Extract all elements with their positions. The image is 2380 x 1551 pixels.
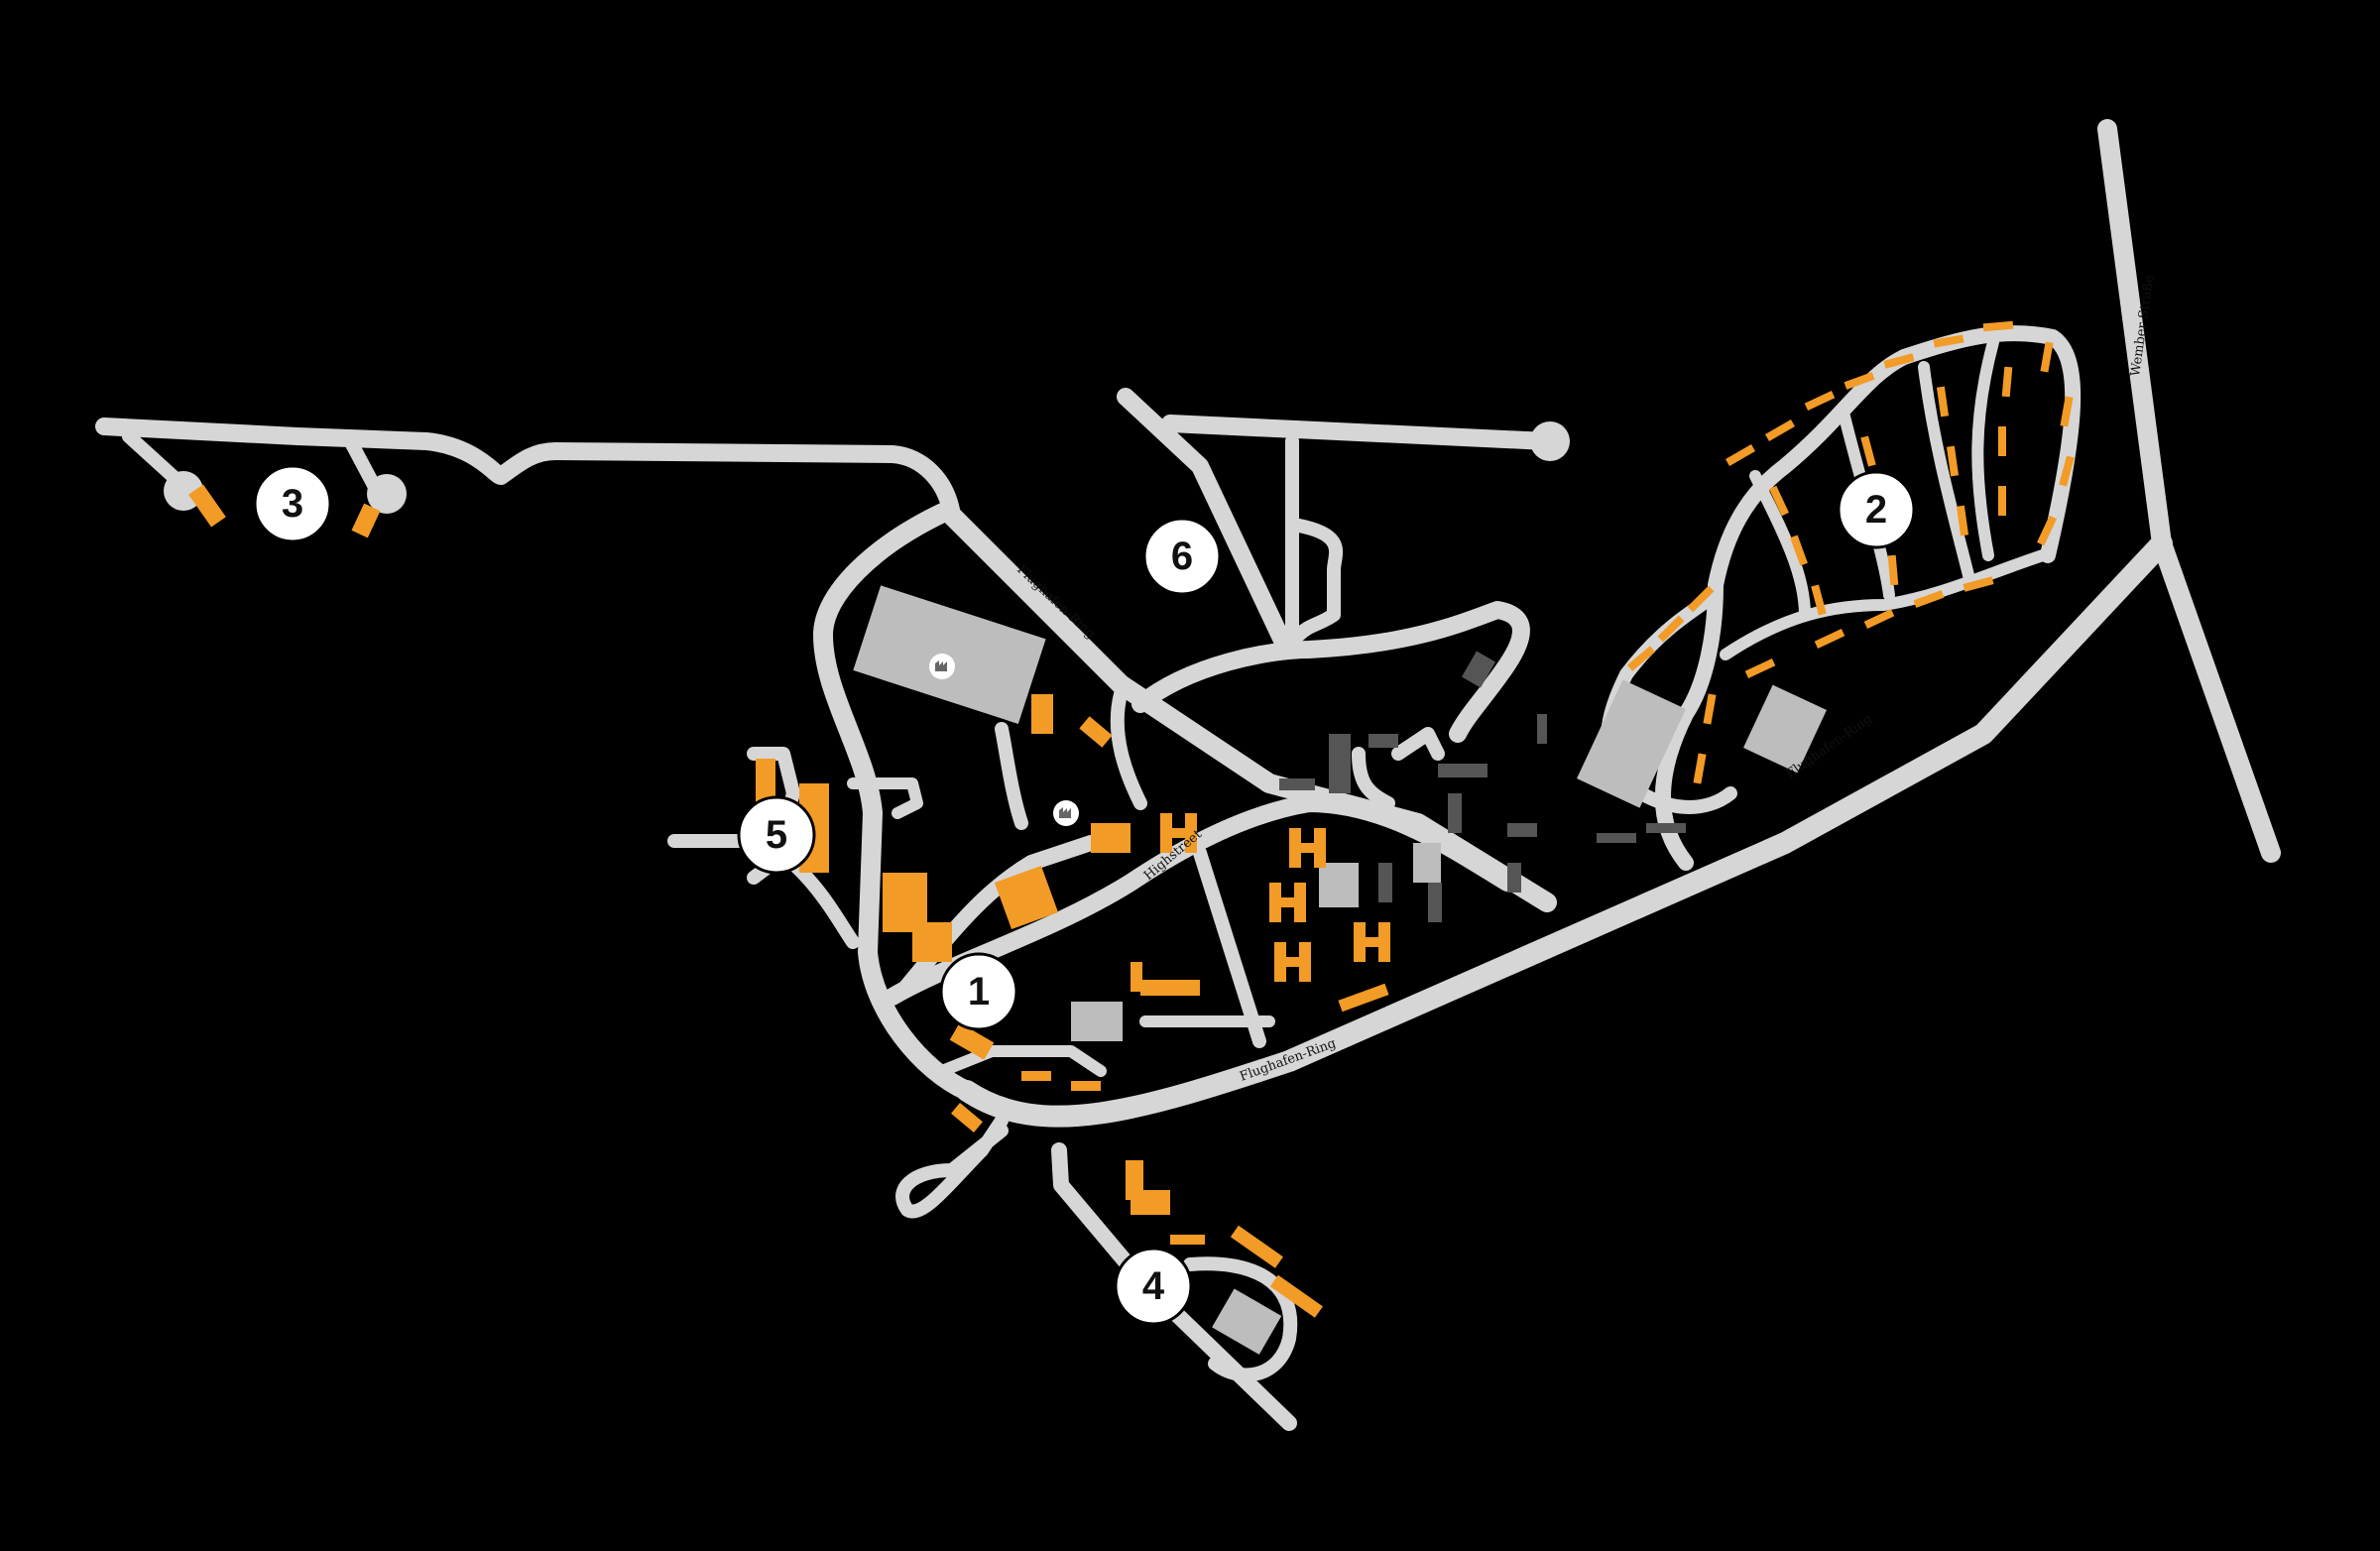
road-campus-east-a <box>1352 747 1395 810</box>
marker-label: 2 <box>1865 488 1887 532</box>
road-airfield-loop <box>1292 519 1344 642</box>
building-highlight <box>912 922 952 962</box>
building-highlight <box>1160 828 1197 838</box>
road-area-2-lane-a <box>1749 470 1811 621</box>
building-highlight <box>994 865 1059 930</box>
building-dark <box>1461 651 1496 688</box>
building-dark <box>1597 833 1636 843</box>
building-dark <box>1279 778 1315 790</box>
building-dark <box>1368 734 1398 748</box>
building-grey <box>1413 843 1441 883</box>
road-west-loop <box>813 501 977 1101</box>
road-highstreet <box>884 794 1516 1006</box>
road-area-1-inner <box>936 1045 1107 1077</box>
buildings-grey <box>853 585 1827 1355</box>
road-area-2-outer <box>1654 325 2082 871</box>
building-grey <box>1743 684 1827 774</box>
area-2-residences <box>1626 320 2075 784</box>
building-highlight <box>1269 897 1306 907</box>
building-highlight <box>951 1102 983 1133</box>
road-wember-strasse <box>2097 119 2281 863</box>
building-dark <box>1646 823 1686 833</box>
marker-label: 3 <box>282 482 303 526</box>
area-marker-3[interactable]: 3 <box>253 464 332 543</box>
road-northwest-airfield <box>95 418 961 525</box>
marker-label: 5 <box>766 813 787 857</box>
road-network <box>95 119 2281 1431</box>
road-area-2-connector <box>1720 549 2049 660</box>
building-dark <box>1507 863 1521 893</box>
building-highlight <box>1130 962 1142 992</box>
area-marker-5[interactable]: 5 <box>737 795 816 875</box>
road-south-loop <box>895 1114 1009 1219</box>
road-area-2-lane-d <box>1971 336 1999 561</box>
road-campus-ns2 <box>1110 687 1147 810</box>
building-grey <box>1319 863 1359 907</box>
building-highlight <box>188 484 226 528</box>
building-dark <box>1438 764 1488 777</box>
road-campus-east-b <box>1391 727 1445 761</box>
road-campus-ns3 <box>995 722 1028 830</box>
area-marker-4[interactable]: 4 <box>1114 1247 1193 1326</box>
building-highlight <box>1021 1071 1051 1081</box>
road-highstreet-west <box>894 835 1099 1000</box>
building-highlight <box>1269 1274 1323 1318</box>
building-highlight <box>1230 1225 1283 1268</box>
building-grey <box>1071 1002 1123 1041</box>
road-airfield-east <box>1161 415 1556 450</box>
building-highlight <box>1354 937 1390 947</box>
road-area-4-loop <box>1183 1256 1298 1382</box>
area-marker-1[interactable]: 1 <box>939 952 1018 1031</box>
building-grey <box>1577 679 1686 808</box>
building-highlight <box>1274 957 1311 967</box>
area-marker-2[interactable]: 2 <box>1837 470 1916 549</box>
road-flughafen-ring-main <box>956 533 2173 1128</box>
marker-label: 1 <box>968 970 990 1014</box>
building-grey <box>853 585 1046 724</box>
road-end-circle <box>367 474 407 514</box>
building-highlight <box>1140 980 1200 996</box>
building-highlight <box>351 503 381 538</box>
factory-icon[interactable]: factory-icon <box>929 654 955 679</box>
building-highlight <box>1170 1235 1205 1245</box>
building-highlight <box>1289 843 1326 853</box>
road-central-north <box>1131 601 1530 743</box>
road-campus-ns1 <box>1193 846 1266 1048</box>
marker-label: 4 <box>1142 1264 1165 1308</box>
building-highlight <box>1079 716 1113 748</box>
building-dark <box>1507 823 1537 837</box>
building-dark <box>1448 793 1462 833</box>
building-highlight <box>1130 1190 1170 1215</box>
area-marker-6[interactable]: 6 <box>1142 517 1222 596</box>
road-to-area-4 <box>1051 1142 1297 1431</box>
building-dark <box>1537 714 1547 744</box>
road-end-circle <box>1530 421 1570 461</box>
building-grey <box>1212 1288 1282 1355</box>
marker-label: 6 <box>1171 535 1193 578</box>
road-airfield-diagonal <box>1117 388 1293 654</box>
building-highlight <box>1031 694 1053 734</box>
road-area-5-east <box>847 777 923 819</box>
building-highlight <box>1338 983 1389 1013</box>
building-dark <box>1329 734 1351 793</box>
building-highlight <box>949 1022 995 1060</box>
building-dark <box>1378 863 1392 902</box>
factory-icon[interactable]: factory-icon <box>1053 800 1079 826</box>
road-area-2-lane-c <box>1918 361 1974 581</box>
building-highlight <box>1071 1081 1101 1091</box>
building-dark <box>1428 883 1442 922</box>
building-highlight <box>1091 823 1130 853</box>
buildings-dark <box>1279 651 1686 922</box>
